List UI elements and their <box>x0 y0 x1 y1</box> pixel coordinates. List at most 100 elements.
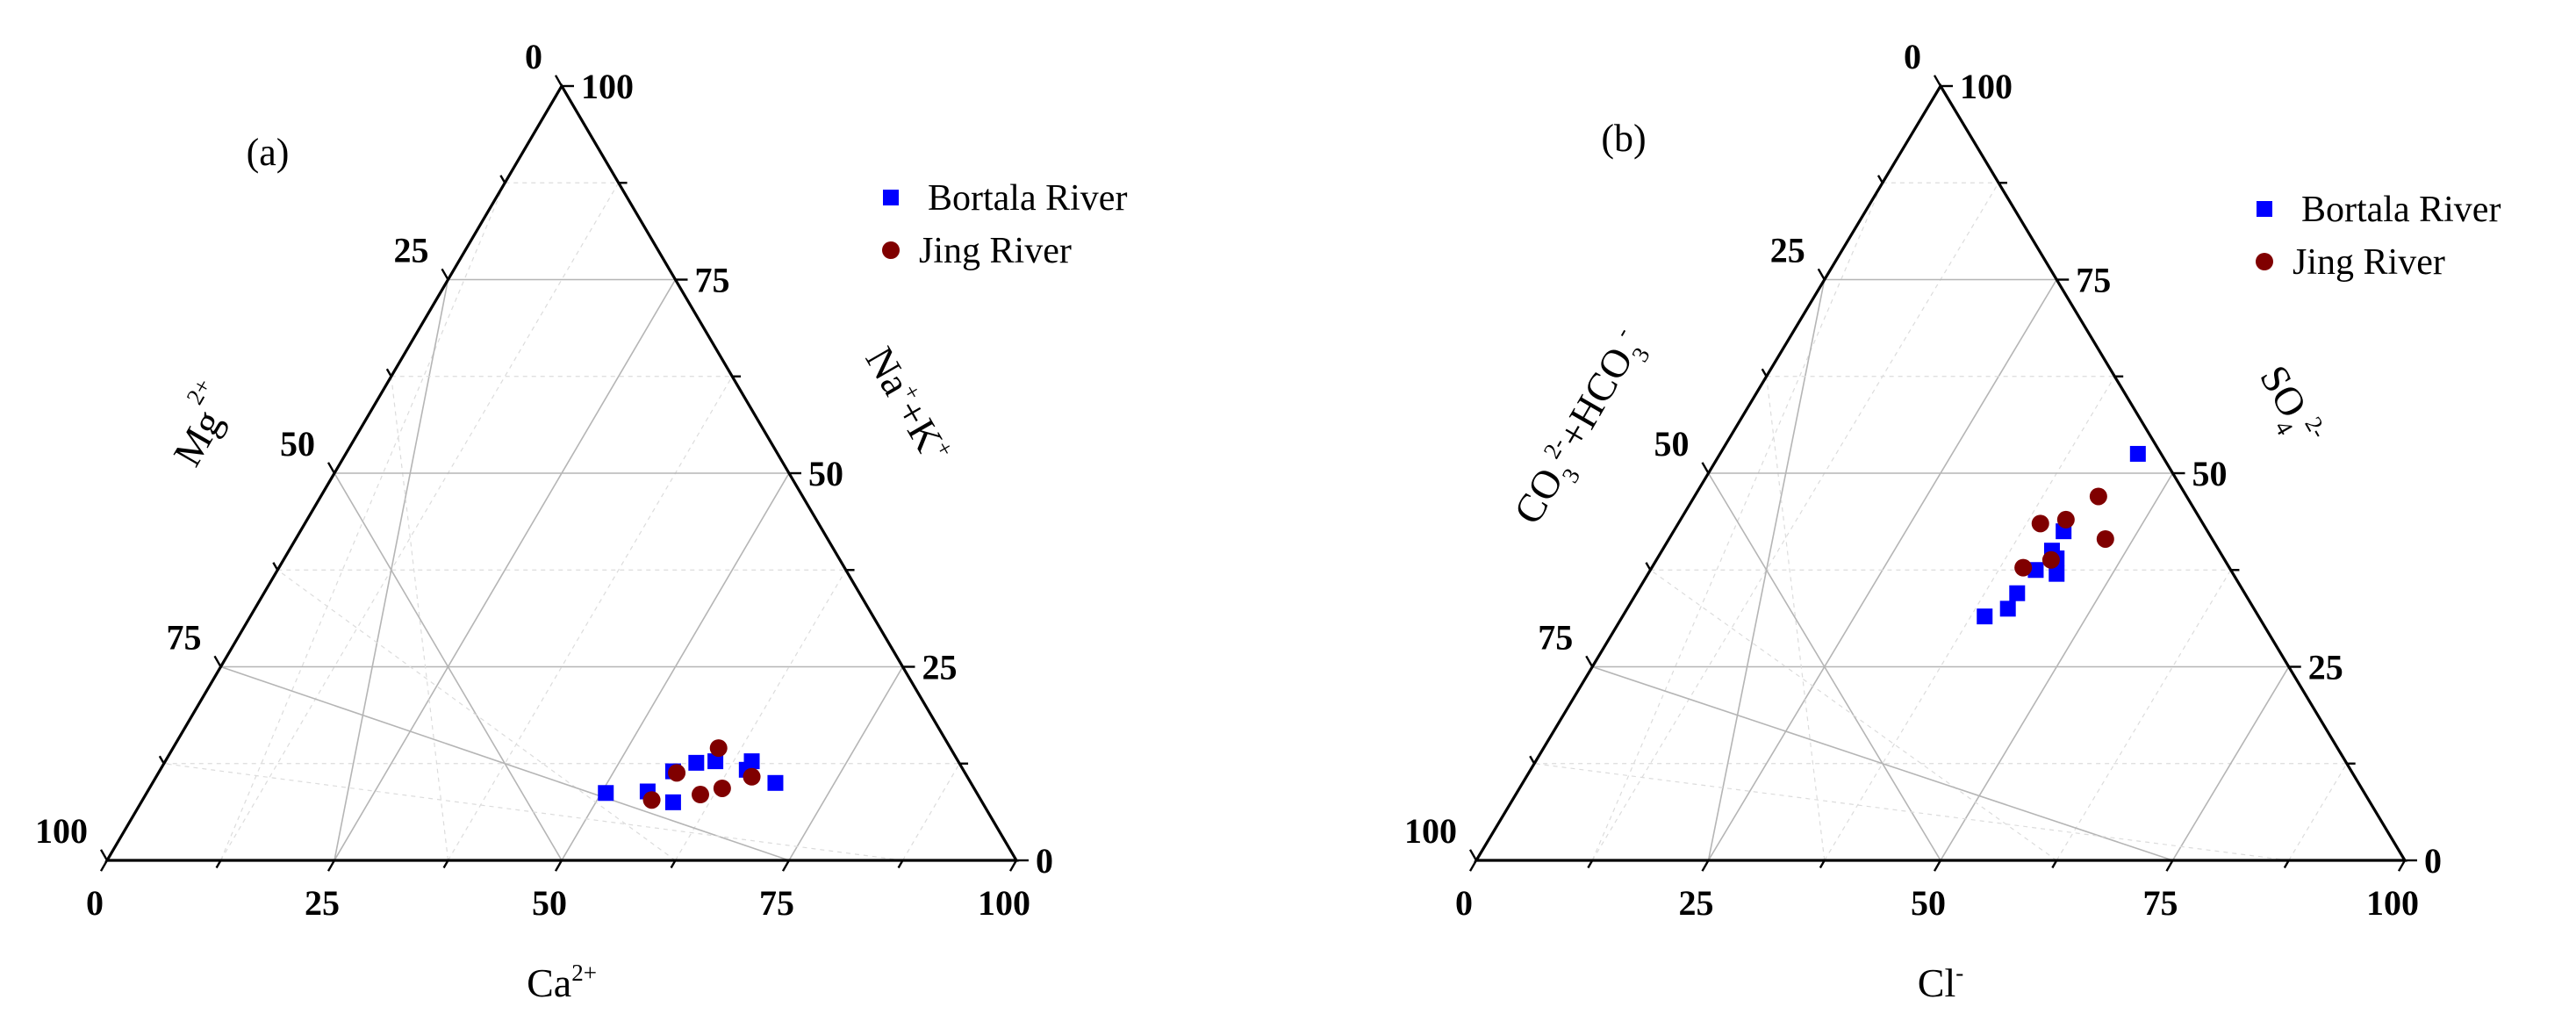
data-point-square <box>664 794 681 810</box>
tick-label-left: 75 <box>167 618 202 658</box>
tick-bottom <box>326 859 336 872</box>
tick-bottom <box>1587 859 1594 869</box>
tick-bottom <box>897 859 904 869</box>
grid-line-minor <box>1591 182 1999 861</box>
tick-left <box>1761 368 1768 378</box>
panel-label: (b) <box>1601 117 1646 160</box>
grid-line-minor <box>1766 376 1826 861</box>
ternary-panel-b: 000252525505050757575100100100Cl-CO32-+H… <box>1404 37 2501 1005</box>
data-point-square <box>2129 445 2146 462</box>
tick-bottom <box>670 859 677 869</box>
tick-label-left: 0 <box>525 37 542 76</box>
tick-left <box>1876 175 1884 183</box>
legend-marker-circle <box>882 241 900 259</box>
data-point-square <box>598 785 614 802</box>
data-point-square <box>688 754 705 771</box>
axis-title-right: Na++K+ <box>857 339 960 471</box>
grid-line-minor <box>1534 763 2289 861</box>
tick-left <box>1585 655 1594 668</box>
tick-label-right: 25 <box>922 648 958 687</box>
tick-bottom <box>554 859 563 872</box>
tick-marks <box>99 75 1029 872</box>
tick-bottom <box>215 859 222 869</box>
legend-label: Jing River <box>919 231 1072 271</box>
tick-label-right: 50 <box>2192 454 2228 493</box>
tick-left <box>499 175 506 183</box>
tick-bottom <box>1819 859 1826 869</box>
data-point-circle <box>642 791 661 809</box>
tick-label-bottom: 75 <box>759 883 794 923</box>
data-point-circle <box>2089 487 2107 506</box>
grid-line-major <box>1707 472 1941 861</box>
legend-label: Bortala River <box>2301 190 2501 230</box>
grid <box>1534 182 2348 861</box>
tick-label-left: 50 <box>280 424 315 464</box>
legend-label: Bortala River <box>928 178 1127 219</box>
tick-left <box>385 368 392 378</box>
tick-label-right: 75 <box>695 261 730 300</box>
data-point-square <box>2049 565 2065 582</box>
grid-line-minor <box>276 569 676 861</box>
tick-marks <box>1468 75 2417 872</box>
tick-label-bottom: 50 <box>532 883 567 923</box>
tick-label-bottom: 100 <box>978 883 1030 923</box>
tick-bottom <box>99 859 109 872</box>
tick-label-left: 25 <box>394 231 429 270</box>
tick-left <box>272 562 279 571</box>
axis-title-left: Mg2+ <box>153 374 243 473</box>
ternary-panel-a: 000252525505050757575100100100Ca2+Mg2+Na… <box>35 37 1127 1005</box>
data-point-square <box>2009 585 2026 601</box>
tick-bottom <box>1008 859 1018 872</box>
data-point-circle <box>691 786 709 804</box>
tick-label-right: 25 <box>2308 648 2343 687</box>
tick-left <box>1933 75 1942 87</box>
tick-label-left: 75 <box>1538 618 1573 658</box>
grid-line-major <box>334 472 563 861</box>
axis-title-left: CO32-+HCO3- <box>1504 322 1659 536</box>
legend-marker-square <box>883 190 899 205</box>
tick-label-bottom: 75 <box>2143 883 2178 923</box>
tick-bottom <box>2051 859 2058 869</box>
axis-title-right: SO42- <box>2243 357 2332 457</box>
data-point-square <box>1977 608 1993 625</box>
tick-left <box>1468 849 1478 861</box>
tick-left <box>158 755 165 765</box>
tick-label-left: 25 <box>1770 231 1805 270</box>
axis-title-bottom: Ca2+ <box>527 960 597 1005</box>
tick-label-bottom: 0 <box>1455 883 1473 923</box>
tick-label-left: 100 <box>35 811 88 851</box>
data-point-square <box>707 753 724 770</box>
grid-line-minor <box>2288 763 2348 861</box>
tick-left <box>1701 462 1710 474</box>
data-point-circle <box>668 764 686 782</box>
series-1 <box>2014 487 2114 577</box>
tick-left <box>441 268 449 281</box>
tick-label-left: 100 <box>1404 811 1457 851</box>
data-point-circle <box>2056 510 2075 529</box>
grid-line-minor <box>163 763 903 861</box>
tick-label-right: 0 <box>2424 841 2442 881</box>
tick-left <box>326 462 336 474</box>
panel-label: (a) <box>247 131 290 174</box>
grid-line-minor <box>674 569 847 861</box>
tick-bottom <box>2165 859 2174 872</box>
data-point-circle <box>2041 550 2060 569</box>
legend-marker-circle <box>2256 253 2273 270</box>
data-point-circle <box>709 739 728 758</box>
tick-label-right: 100 <box>1960 67 2013 106</box>
axis-title-bottom: Cl- <box>1918 960 1963 1005</box>
tick-left <box>213 655 222 668</box>
tick-label-bottom: 25 <box>1679 883 1714 923</box>
grid-line-minor <box>219 182 620 861</box>
legend-marker-square <box>2257 201 2272 217</box>
data-point-square <box>767 774 784 791</box>
tick-bottom <box>2397 859 2407 872</box>
tick-label-bottom: 50 <box>1911 883 1946 923</box>
grid-line-major <box>334 279 677 861</box>
tick-left <box>1529 755 1536 765</box>
grid-line-major <box>220 665 790 861</box>
legend-label: Jing River <box>2293 242 2445 283</box>
series-1 <box>642 739 761 809</box>
